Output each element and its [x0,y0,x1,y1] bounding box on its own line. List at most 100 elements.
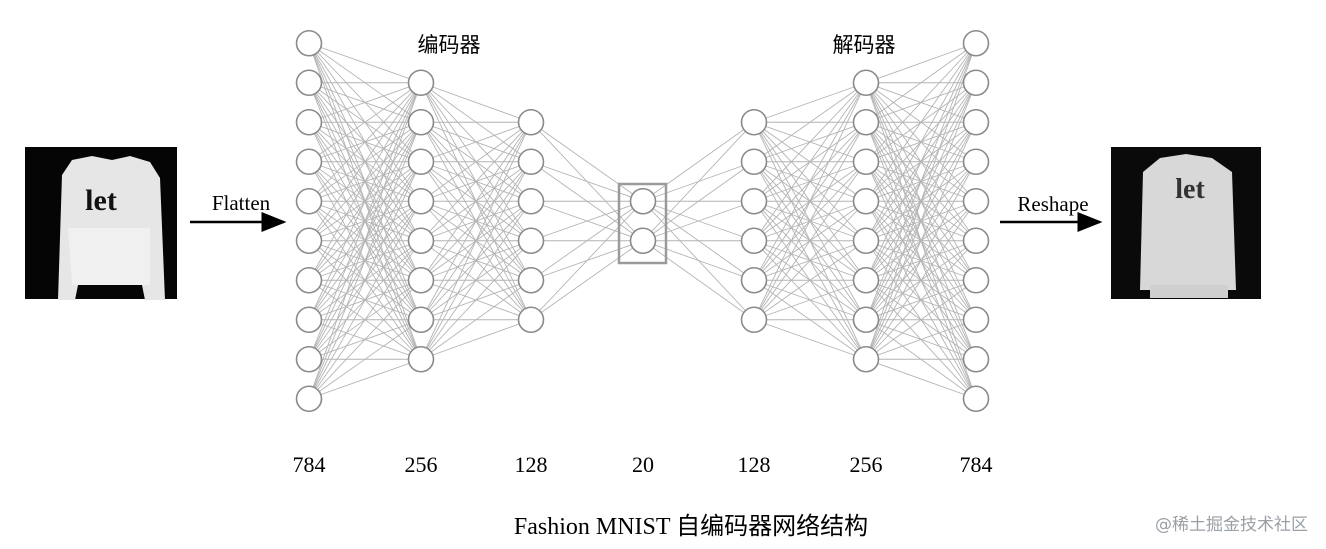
layer-size-label: 128 [515,452,548,477]
neuron-node [962,187,990,215]
connection-line [530,121,644,202]
connection-line [753,161,867,321]
neuron-node [407,306,435,334]
connection-line [865,358,977,400]
connection-line [865,42,977,84]
neuron-node [740,306,768,334]
neuron-node [629,187,657,215]
connection-line [865,240,977,360]
connection-line [308,82,422,320]
connection-line [308,161,422,399]
neuron-node [962,69,990,97]
neuron-node [295,266,323,294]
connection-line [308,42,422,84]
neuron-node [962,108,990,136]
connection-line [642,200,755,242]
bottleneck-box [617,182,668,265]
neuron-node [517,148,545,176]
neuron-node [740,227,768,255]
connection-line [420,121,532,281]
connection-line [308,82,422,399]
neuron-node [407,187,435,215]
connection-line [530,200,644,242]
layer-size-label: 256 [850,452,883,477]
neuron-node [740,108,768,136]
connection-line [420,240,532,360]
neuron-node [962,29,990,57]
figure-caption: Fashion MNIST 自编码器网络结构 [514,513,868,540]
output-image: let [1111,147,1261,299]
neuron-node [852,69,880,97]
connection-line [753,279,867,321]
neuron-node [852,187,880,215]
connection-line [865,319,977,360]
connection-line [530,200,644,321]
input-shirt-print: let [85,184,117,217]
connection-line [530,161,644,202]
connection-line [308,82,422,281]
connection-line [530,200,644,281]
connection-line [308,358,422,400]
neuron-node [962,385,990,413]
neuron-node [517,227,545,255]
neuron-node [517,266,545,294]
neuron-node [295,385,323,413]
connection-lines [308,42,977,400]
connection-line [642,240,755,321]
neuron-node [740,266,768,294]
connection-line [420,121,532,163]
connection-line [865,279,977,360]
neuron-node [852,148,880,176]
connection-line [420,121,532,202]
neuron-node [295,108,323,136]
neuron-node [407,345,435,373]
neuron-layers [295,29,990,413]
connection-line [308,82,422,242]
connection-line [308,201,422,399]
connection-line [865,43,977,360]
neuron-node [962,148,990,176]
neuron-node [407,266,435,294]
connection-line [865,42,977,202]
neuron-node [295,69,323,97]
neuron-node [629,227,657,255]
neuron-node [295,29,323,57]
connection-line [642,121,755,242]
reshape-label: Reshape [1017,192,1088,216]
connection-line [308,240,422,400]
neuron-node [852,108,880,136]
connection-line [753,240,867,321]
connection-line [865,42,977,123]
layer-size-label: 128 [738,452,771,477]
connection-line [865,43,977,241]
connection-line [308,122,422,399]
connection-line [753,82,867,123]
connection-line [642,161,755,242]
connection-line [642,121,755,202]
neuron-node [407,227,435,255]
connection-line [753,122,867,320]
neuron-node [517,187,545,215]
connection-line [865,161,977,360]
connection-line [420,161,532,360]
neuron-node [407,69,435,97]
neuron-node [852,266,880,294]
neuron-node [962,266,990,294]
connection-line [308,319,422,400]
neuron-node [295,187,323,215]
connection-line [420,122,532,360]
neuron-node [295,345,323,373]
connection-line [865,122,977,360]
connection-line [420,121,532,242]
connection-line [530,240,644,321]
neuron-node [740,148,768,176]
connection-line [865,42,977,163]
connection-line [753,200,867,321]
connection-line [865,200,977,360]
neuron-node [295,227,323,255]
neuron-node [962,306,990,334]
watermark: @稀土掘金技术社区 [1155,515,1308,535]
layer-size-label: 20 [632,452,654,477]
